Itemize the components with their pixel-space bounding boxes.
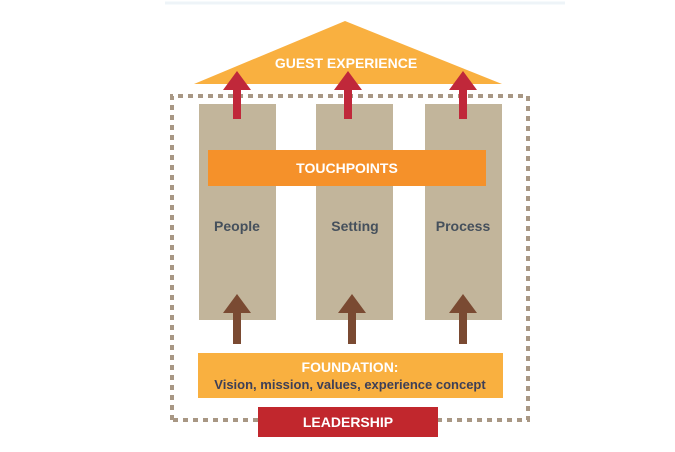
- pillar-label-process: Process: [436, 218, 491, 234]
- foundation-title: FOUNDATION:: [302, 359, 399, 375]
- pillar-label-people: People: [214, 218, 260, 234]
- up-arrow-people: [223, 71, 251, 119]
- leadership-label: LEADERSHIP: [303, 414, 393, 430]
- roof: [194, 21, 502, 84]
- touchpoints-label: TOUCHPOINTS: [296, 160, 398, 176]
- pillar-process: [425, 104, 502, 320]
- base-arrow-setting: [338, 294, 366, 344]
- base-arrow-people: [223, 294, 251, 344]
- up-arrow-setting: [334, 71, 362, 119]
- pillar-setting: [316, 104, 393, 320]
- pillar-people: [199, 104, 276, 320]
- up-arrow-process: [449, 71, 477, 119]
- touchpoints-band: [208, 150, 486, 186]
- pillar-label-setting: Setting: [331, 218, 378, 234]
- leadership-band: [258, 407, 438, 437]
- foundation-subtitle: Vision, mission, values, experience conc…: [214, 377, 486, 392]
- base-arrow-process: [449, 294, 477, 344]
- foundation-band: [198, 353, 503, 398]
- roof-label: GUEST EXPERIENCE: [275, 55, 417, 71]
- dotted-border: [170, 94, 530, 422]
